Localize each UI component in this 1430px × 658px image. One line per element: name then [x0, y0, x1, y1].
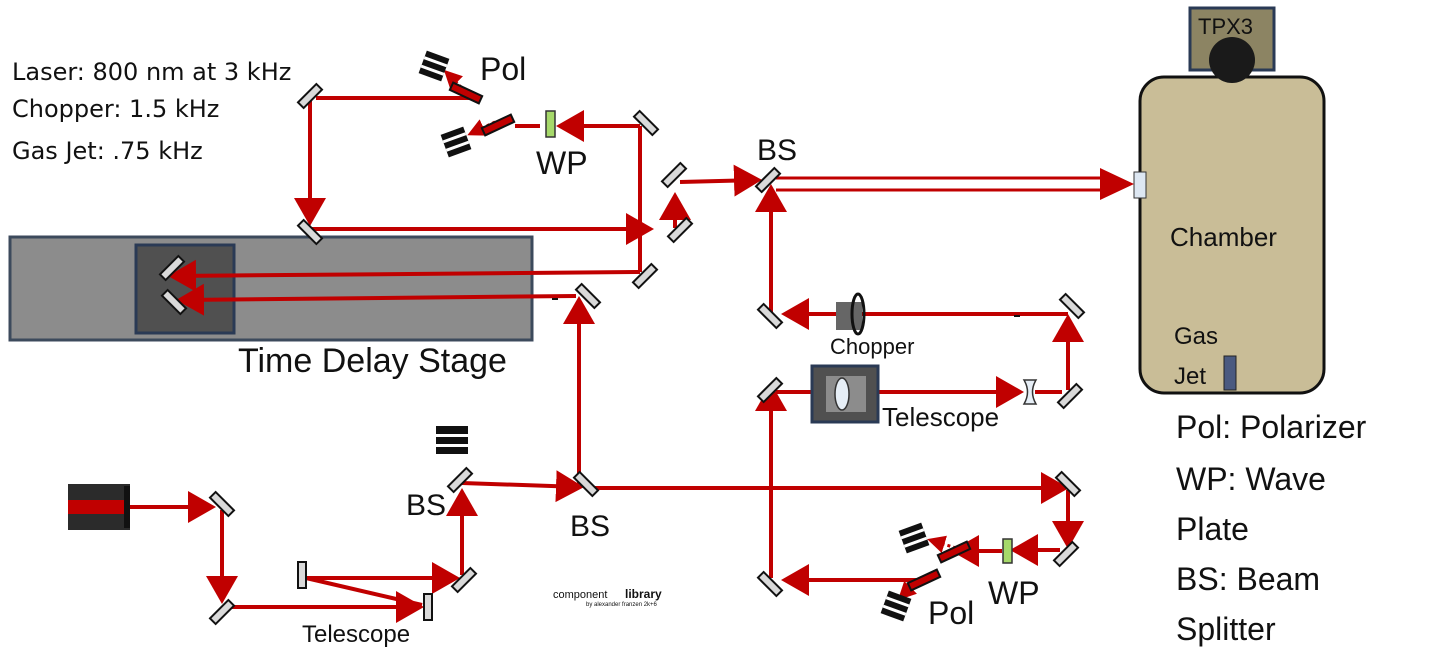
delay-stage-carriage [134, 243, 236, 335]
label-pol-bottom: Pol [928, 595, 974, 631]
wave-plate-bottom [1002, 538, 1013, 564]
legend-bs-cont: Splitter [1176, 611, 1276, 647]
label-wp-top: WP [536, 145, 588, 181]
label-bs-center: BS [570, 510, 610, 543]
mirrors [158, 82, 1086, 626]
credit-author: by alexander franzen 2k+6 [586, 602, 658, 608]
chopper-wheel [850, 292, 866, 336]
time-delay-stage [8, 235, 534, 342]
tick-mark [1014, 315, 1020, 317]
legend-bs: BS: Beam [1176, 561, 1320, 597]
chamber-window [1133, 171, 1147, 199]
label-jet: Jet [1174, 363, 1206, 390]
label-telescope-right: Telescope [882, 402, 999, 432]
label-time-delay-stage: Time Delay Stage [238, 342, 507, 380]
info-laser: Laser: 800 nm at 3 kHz [12, 58, 291, 86]
info-chopper: Chopper: 1.5 kHz [12, 95, 219, 123]
telescope-right-lens [834, 377, 850, 411]
chopper-body [836, 302, 862, 330]
telescope-right-concave-lens [1022, 379, 1038, 405]
label-bs-left: BS [406, 489, 446, 522]
legend-wp: WP: Wave [1176, 461, 1326, 497]
laser-aperture [68, 500, 124, 514]
label-gas: Gas [1174, 323, 1218, 350]
label-wp-bottom: WP [988, 575, 1040, 611]
legend-wp-cont: Plate [1176, 511, 1249, 547]
legend-pol: Pol: Polarizer [1176, 409, 1367, 445]
label-chamber: Chamber [1170, 222, 1277, 252]
label-tpx3: TPX3 [1198, 14, 1253, 39]
laser-end-cap [124, 486, 130, 528]
tpx3-lens [1209, 37, 1255, 83]
info-gas-jet: Gas Jet: .75 kHz [12, 137, 203, 165]
tick-mark [552, 298, 558, 300]
gas-jet-nozzle [1223, 355, 1237, 391]
label-pol-top: Pol [480, 51, 526, 87]
beam-dumps [418, 50, 930, 622]
label-bs-top: BS [757, 134, 797, 167]
label-telescope-bottom: Telescope [302, 621, 410, 648]
wave-plate-top [545, 110, 556, 138]
polarizers [448, 81, 972, 592]
beam-paths [130, 69, 1134, 623]
credit-component: component [553, 589, 607, 601]
credit-library: library [625, 587, 662, 601]
label-chopper: Chopper [830, 334, 914, 359]
